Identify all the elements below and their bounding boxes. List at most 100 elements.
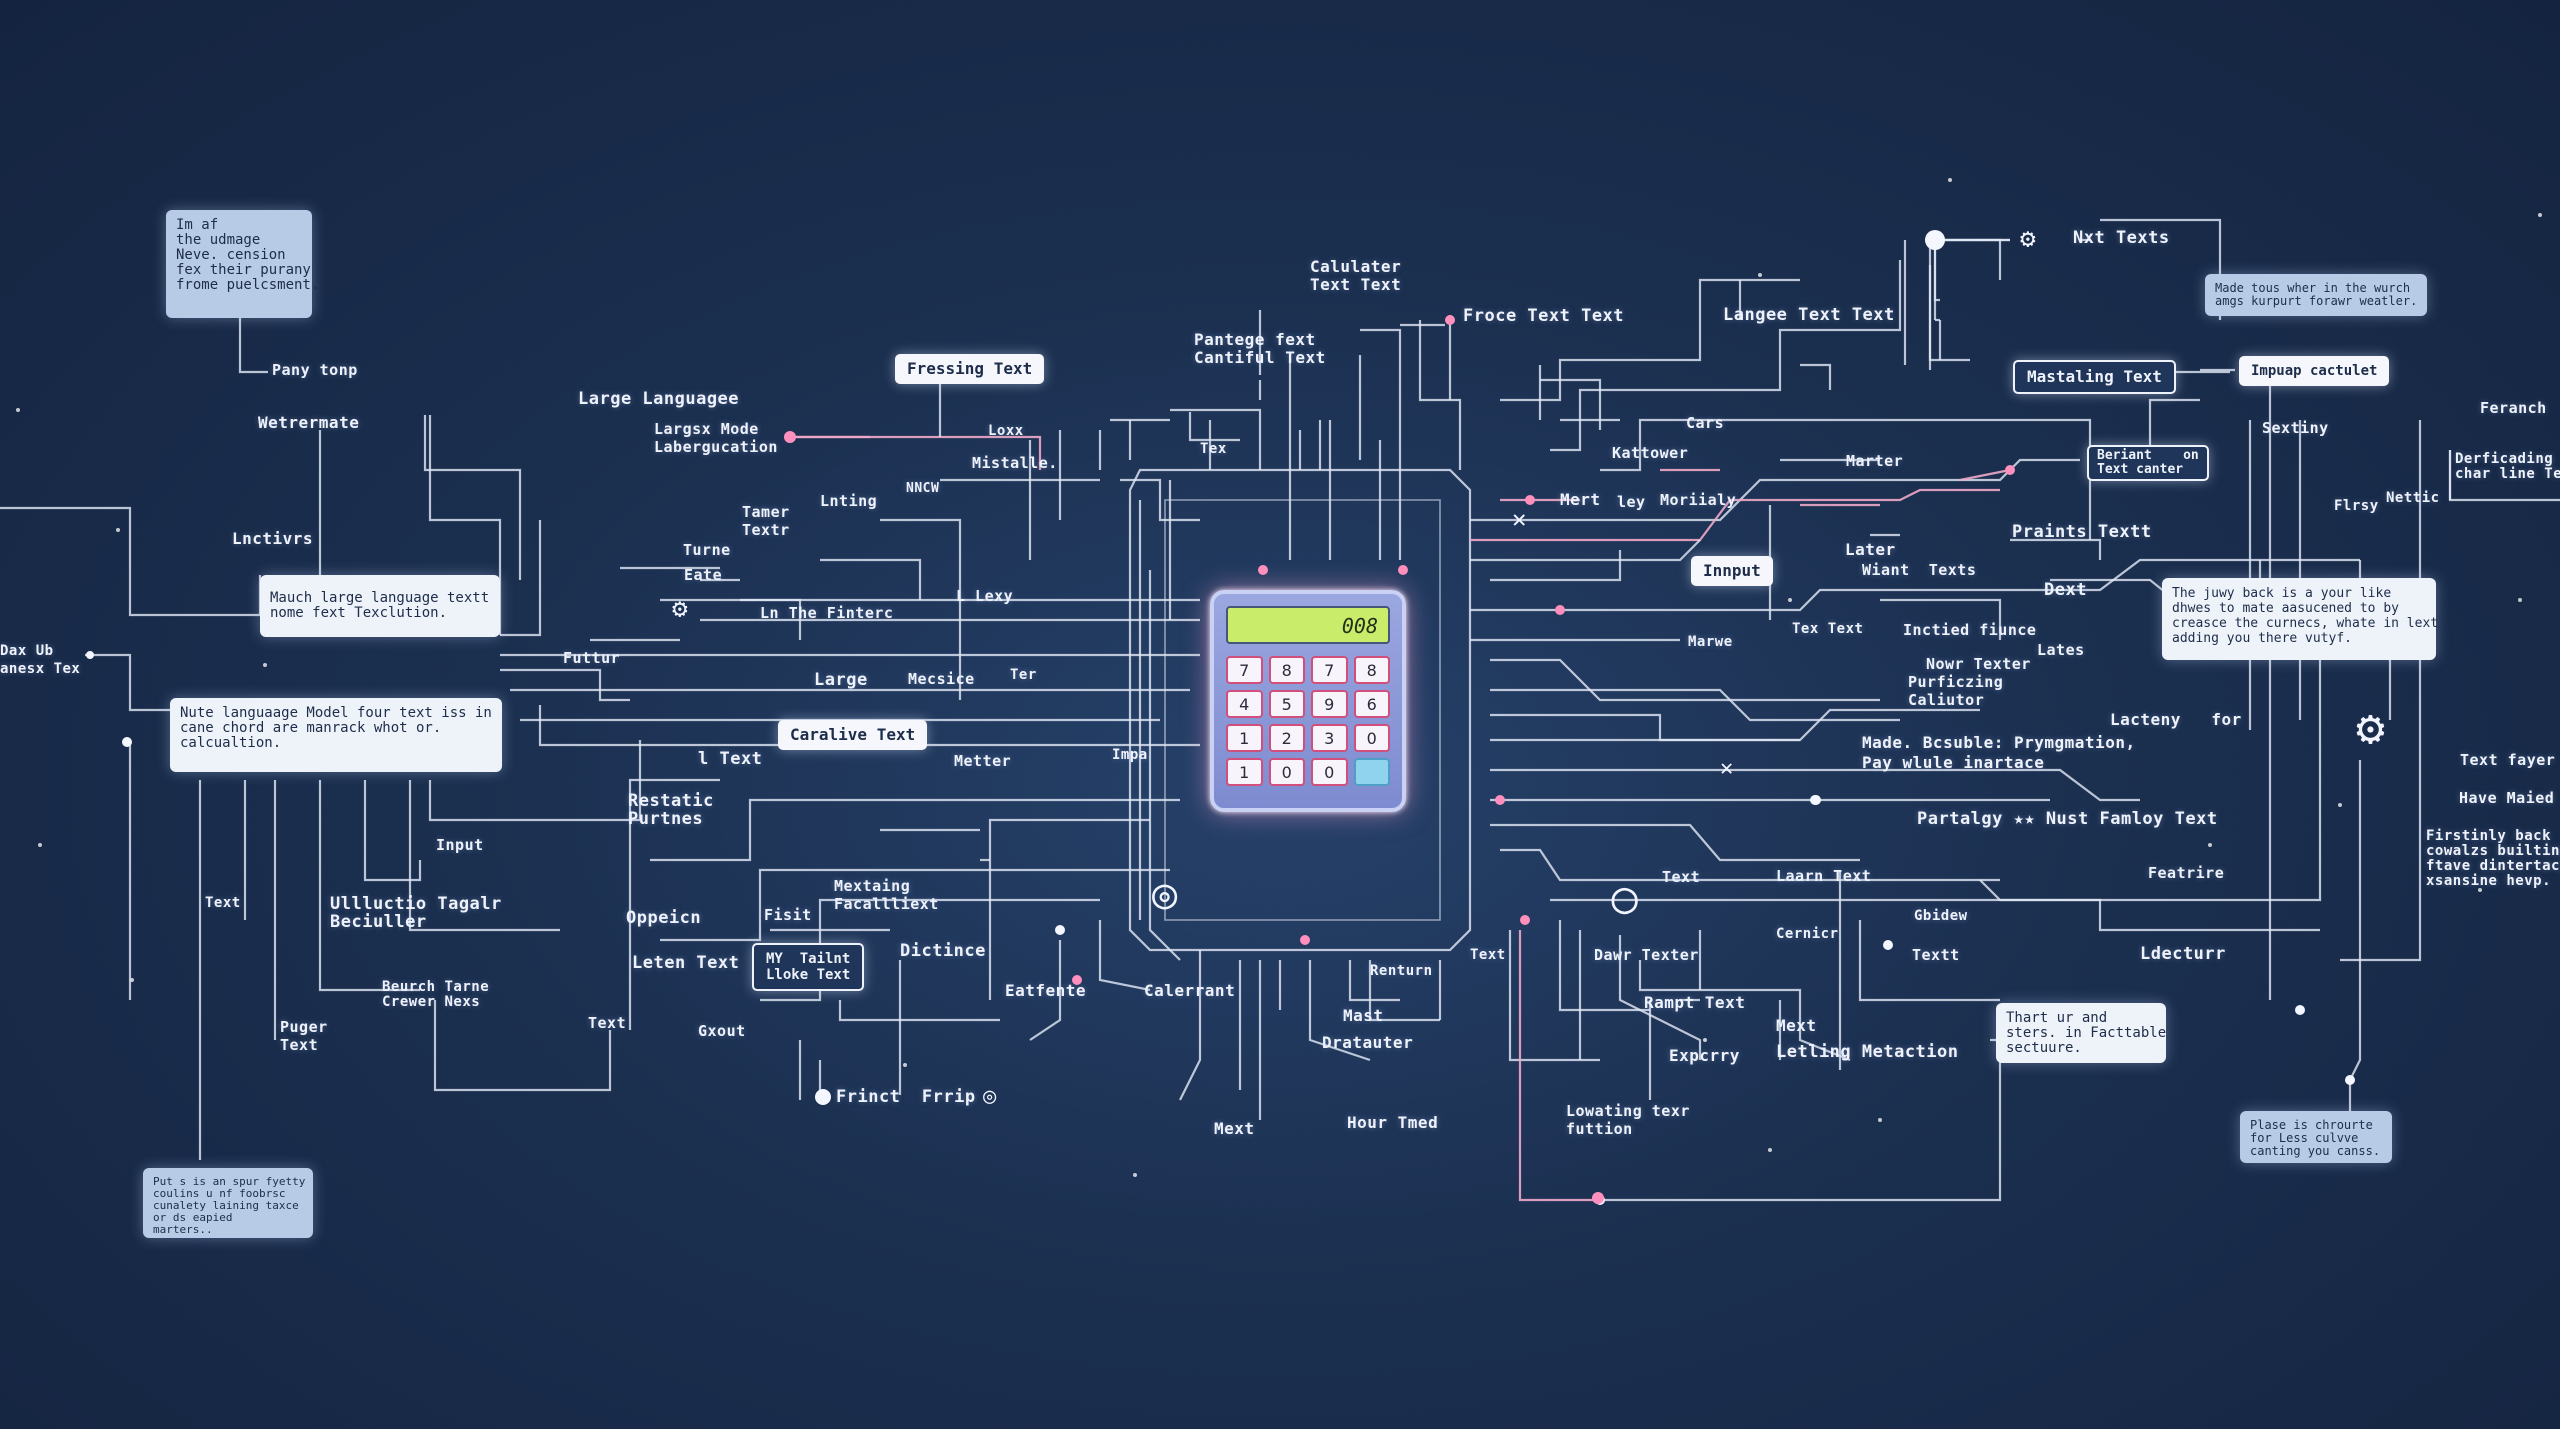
label: Tex Text [1792,621,1864,637]
calculator-key[interactable]: 7 [1226,656,1263,684]
label: Mext [1776,1016,1817,1035]
label: Dratauter [1322,1033,1414,1052]
label: Tex [1200,441,1227,457]
label: Large Languagee [578,389,740,409]
label: Pantege fext Cantiful Text [1194,330,1326,367]
label: Rampt Text [1644,993,1746,1012]
calculator-key[interactable]: 0 [1268,758,1305,786]
label: Text [1662,868,1701,886]
label: Text fayer [2460,751,2556,769]
stars [16,178,2542,1177]
label: Mistalle. [972,454,1058,472]
label: Gxout [698,1022,746,1040]
label: ley [1617,493,1646,511]
label: Text [588,1014,627,1032]
note-box-bottom-right: Plase is chrourte for Less culvve cantin… [2240,1111,2392,1163]
label: Input [436,836,484,854]
chip-mastaling-text: Mastaling Text [2013,360,2176,394]
label: Later [1845,540,1896,559]
label: Oppeicn [626,908,702,928]
label: Froce Text Text [1463,306,1625,326]
label: Pany tonp [272,361,358,379]
label: Derficading char line Text [2455,451,2560,482]
label: Letling Metaction [1776,1042,1959,1062]
close-icon: ✕ [1512,505,1527,533]
label: Laarn Text [1776,867,1872,885]
label: Metter [954,752,1012,770]
label: Calulater Text Text [1310,257,1402,294]
calculator-key[interactable]: 4 [1226,690,1263,718]
calculator-key[interactable]: 5 [1268,690,1305,718]
label: Eate [684,566,723,584]
label: Nxt Texts [2073,228,2170,248]
label: Ln The Finterc [760,604,894,622]
label: Marter [1846,452,1904,470]
label: Featrire [2148,864,2225,882]
close-icon: ✕ [1720,756,1734,781]
label: Mert [1560,490,1601,509]
chip-impuap-cactulet: Impuap cactulet [2239,356,2390,386]
label: Expcrry [1669,1046,1740,1065]
label: Praints Textt [2012,522,2152,542]
label: Futtur [563,649,621,667]
chip-carative-text: Caralive Text [778,720,928,750]
label: Langee Text Text [1723,305,1895,325]
label: Have Maied [2459,789,2555,807]
chip-my-tailnt: MY Tailnt Lloke Text [752,943,865,991]
calculator-key[interactable]: 0 [1311,758,1348,786]
target-icon: ◎ [983,1084,997,1109]
note-box-bottom-left: Put s is an spur fyetty coulins u nf foo… [143,1168,313,1238]
note-box-bottom-mid-right: Thart ur and sters. in Facttable sectuur… [1996,1003,2166,1063]
calculator-key[interactable]: 8 [1268,656,1305,684]
label: Gbidew [1914,908,1968,924]
label: Lacteny for [2110,710,2242,729]
note-box-left-2: Nute languaage Model four text iss in ca… [170,698,502,772]
calculator-key[interactable]: 0 [1353,724,1390,752]
label: Nowr Texter [1926,655,2031,673]
label: Calerrant [1144,981,1236,1000]
calculator-key[interactable]: 8 [1353,656,1390,684]
label: Mecsice [908,670,975,688]
gear-icon: ⚙ [2356,700,2385,756]
label: Leten Text [632,953,740,973]
label: Hour Tmed [1347,1113,1439,1132]
calculator-key[interactable]: 2 [1268,724,1305,752]
label: Lnting [820,492,878,510]
label: Cars [1686,414,1725,432]
label: Lates [2037,641,2085,659]
label: Ter [1010,667,1037,683]
label: Partalgy ★★ Nust Famloy Text [1917,809,2218,829]
label: Text [1470,947,1506,963]
calculator-display: 008 [1226,606,1390,644]
label: Frinct Frrip [836,1087,976,1107]
calculator-key[interactable]: 9 [1311,690,1348,718]
label: Wetrermate [258,413,360,432]
calculator-key[interactable]: 3 [1311,724,1348,752]
ring-icon: ◯ [1612,873,1638,922]
label: Kattower [1612,444,1689,462]
label: Text [205,895,241,911]
label: Lnctivrs [232,529,314,548]
label: Purficzing Caliutor [1908,673,2004,709]
calculator-key[interactable] [1353,758,1390,786]
label: Mextaing Facallliext [834,877,939,913]
label: Turne [683,541,731,559]
label: l Text [698,749,763,769]
calculator-key[interactable]: 7 [1311,656,1348,684]
calculator-key[interactable]: 6 [1353,690,1390,718]
calculator-key[interactable]: 1 [1226,724,1263,752]
label: Renturn [1370,963,1433,979]
label: Lowating texr futtion [1566,1102,1690,1138]
label: Largsx Mode Labergucation [654,420,778,456]
label: Textt [1912,946,1960,964]
label: Ullluctio Tagalr Beciuller [330,894,502,932]
note-box-left-1: Mauch large language textt nome fext Tex… [260,575,500,637]
chip-fressing-text: Fressing Text [895,354,1045,384]
label: Firstinly back cowalzs builtinp ftave di… [2426,828,2560,889]
calculator-key[interactable]: 1 [1226,758,1263,786]
label: Puger Text [280,1018,328,1054]
label: Impa [1112,747,1148,763]
label: Ldecturr [2140,944,2226,964]
